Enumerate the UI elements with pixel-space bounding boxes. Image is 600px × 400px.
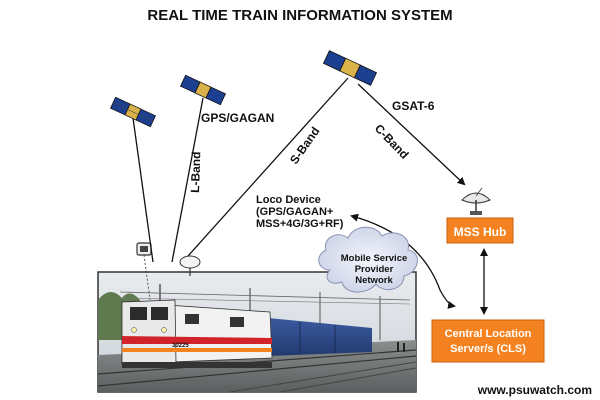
c-band-label: C-Band [372, 121, 412, 161]
gps-satellite-2-icon [179, 74, 227, 106]
loco-device-line-1: Loco Device [256, 194, 321, 206]
s-band-label: S-Band [287, 124, 323, 166]
cloud-icon [318, 226, 418, 293]
c-band-link [357, 83, 466, 186]
diagram-title: REAL TIME TRAIN INFORMATION SYSTEM [147, 7, 452, 24]
locomotive-number: 30225 [172, 343, 189, 349]
roof-antenna-icon [179, 255, 201, 276]
cls-line-1: Central Location [445, 328, 532, 340]
mss-hub-label: MSS Hub [454, 225, 507, 239]
cls-box [431, 319, 545, 363]
l-band-link-2 [171, 97, 204, 263]
loco-device-icon [136, 242, 152, 301]
cloud-line-3: Network [355, 275, 393, 286]
gsat-6-label: GSAT-6 [392, 99, 435, 113]
l-band-link-1 [132, 117, 154, 263]
cloud-line-2: Provider [355, 264, 394, 275]
cls-line-2: Server/s (CLS) [450, 343, 526, 355]
gps-gagan-label: GPS/GAGAN [201, 111, 274, 125]
loco-device-line-3: MSS+4G/3G+RF) [256, 218, 344, 230]
loco-to-network-arrow [350, 213, 456, 309]
website-link[interactable]: www.psuwatch.com [477, 383, 592, 397]
gsat-6-satellite-icon [322, 50, 378, 86]
satellite-dish-icon [461, 187, 491, 215]
cloud-line-1: Mobile Service [341, 253, 408, 264]
mss-hub-box [446, 217, 514, 244]
l-band-label: L-Band [188, 151, 203, 193]
s-band-link [187, 77, 349, 257]
loco-device-line-2: (GPS/GAGAN+ [256, 206, 333, 218]
gps-satellite-1-icon [109, 96, 157, 128]
